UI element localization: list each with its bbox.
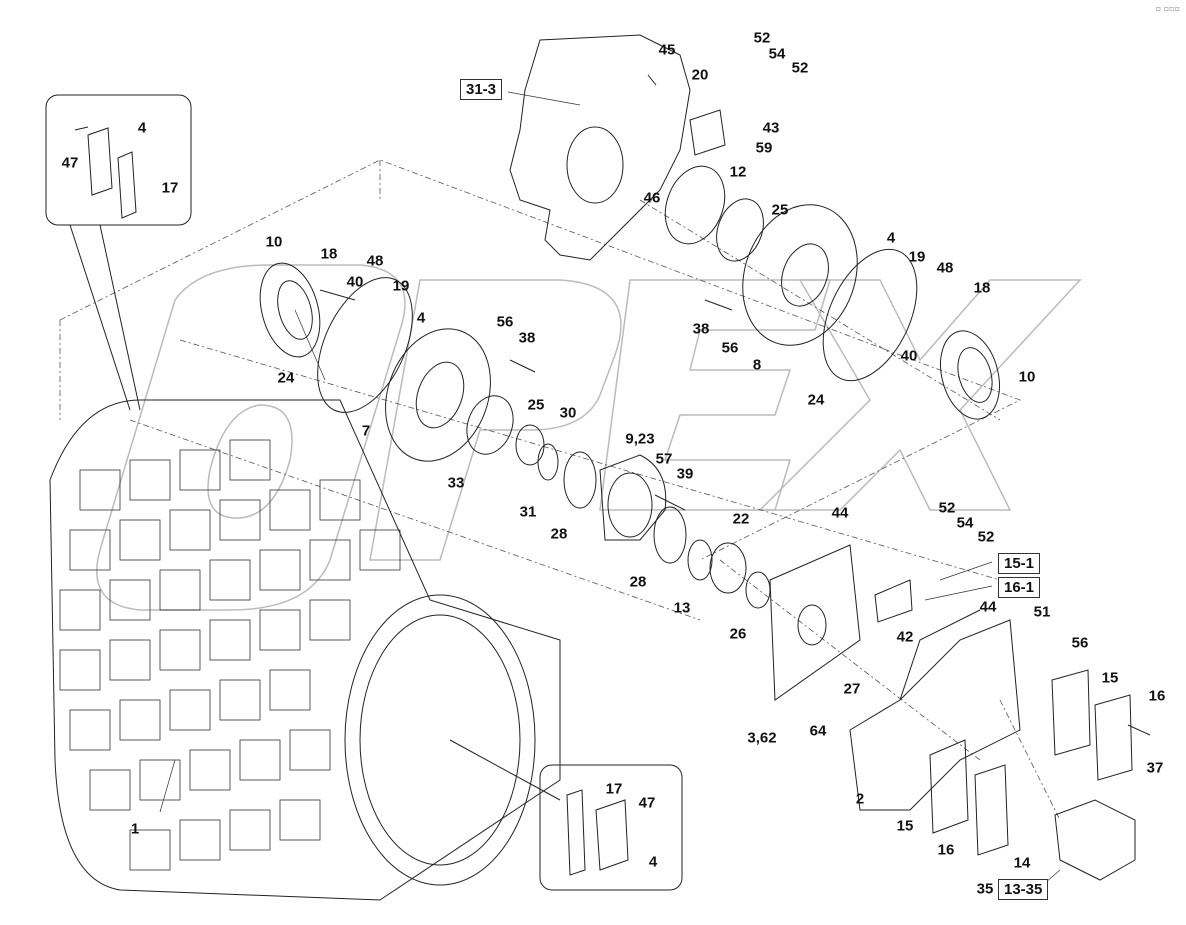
- callout-19: 19: [392, 277, 410, 295]
- callout-15: 15: [896, 817, 914, 835]
- callout-44: 44: [831, 504, 849, 522]
- assembly-label-15-1: 15-1: [998, 553, 1041, 574]
- callout-14: 14: [1013, 854, 1031, 872]
- callout-25: 25: [527, 396, 545, 414]
- callout-56: 56: [496, 313, 514, 331]
- callout-38: 38: [518, 329, 536, 347]
- callout-4: 4: [648, 853, 658, 871]
- callout-45: 45: [658, 41, 676, 59]
- callout-56: 56: [721, 339, 739, 357]
- assembly-label-13-35: 13-35: [998, 879, 1049, 900]
- roller-drum: [49, 399, 561, 901]
- assembly-label-16-1: 16-1: [998, 577, 1041, 598]
- callout-47: 47: [61, 154, 79, 172]
- callout-25: 25: [771, 201, 789, 219]
- callout-24: 24: [277, 369, 295, 387]
- callout-56: 56: [1071, 634, 1089, 652]
- callout-52: 52: [791, 59, 809, 77]
- callout-17: 17: [161, 179, 179, 197]
- callout-28: 28: [629, 573, 647, 591]
- callout-18: 18: [973, 279, 991, 297]
- watermark-outline: [96, 264, 1082, 611]
- callout-54: 54: [768, 45, 786, 63]
- callout-24: 24: [807, 391, 825, 409]
- callout-31: 31: [519, 503, 537, 521]
- callout-52: 52: [977, 528, 995, 546]
- callout-40: 40: [346, 273, 364, 291]
- callout-16: 16: [1148, 687, 1166, 705]
- callout-39: 39: [676, 465, 694, 483]
- callout-33: 33: [447, 474, 465, 492]
- callout-4: 4: [416, 309, 426, 327]
- callout-37: 37: [1146, 759, 1164, 777]
- callout-47: 47: [638, 794, 656, 812]
- callout-4: 4: [137, 119, 147, 137]
- callout-38: 38: [692, 320, 710, 338]
- callout-17: 17: [605, 780, 623, 798]
- callout-48: 48: [366, 252, 384, 270]
- callout-52: 52: [753, 29, 771, 47]
- callout-1: 1: [130, 820, 140, 838]
- corner-mark: ▫ ▫▫▫: [1155, 4, 1180, 13]
- callout-52: 52: [938, 499, 956, 517]
- callout-51: 51: [1033, 603, 1051, 621]
- callout-57: 57: [655, 450, 673, 468]
- callout-10: 10: [1018, 368, 1036, 386]
- callout-10: 10: [265, 233, 283, 251]
- callout-46: 46: [643, 189, 661, 207]
- callout-15: 15: [1101, 669, 1119, 687]
- callout-9-23: 9,23: [625, 430, 655, 448]
- callout-48: 48: [936, 259, 954, 277]
- assembly-label-31-3: 31-3: [460, 79, 503, 100]
- callout-35: 35: [976, 880, 994, 898]
- callout-2: 2: [855, 790, 865, 808]
- callout-64: 64: [809, 722, 827, 740]
- callout-43: 43: [762, 119, 780, 137]
- callout-42: 42: [896, 628, 914, 646]
- callout-4: 4: [886, 229, 896, 247]
- callout-12: 12: [729, 163, 747, 181]
- callout-19: 19: [908, 248, 926, 266]
- callout-7: 7: [361, 422, 371, 440]
- callout-59: 59: [755, 139, 773, 157]
- callout-28: 28: [550, 525, 568, 543]
- callout-44: 44: [979, 598, 997, 616]
- callout-16: 16: [937, 841, 955, 859]
- callout-40: 40: [900, 347, 918, 365]
- callout-30: 30: [559, 404, 577, 422]
- callout-54: 54: [956, 514, 974, 532]
- callout-27: 27: [843, 680, 861, 698]
- callout-13: 13: [673, 599, 691, 617]
- callout-3-62: 3,62: [747, 729, 777, 747]
- callout-8: 8: [752, 356, 762, 374]
- callout-26: 26: [729, 625, 747, 643]
- callout-20: 20: [691, 66, 709, 84]
- callout-22: 22: [732, 510, 750, 528]
- callout-18: 18: [320, 245, 338, 263]
